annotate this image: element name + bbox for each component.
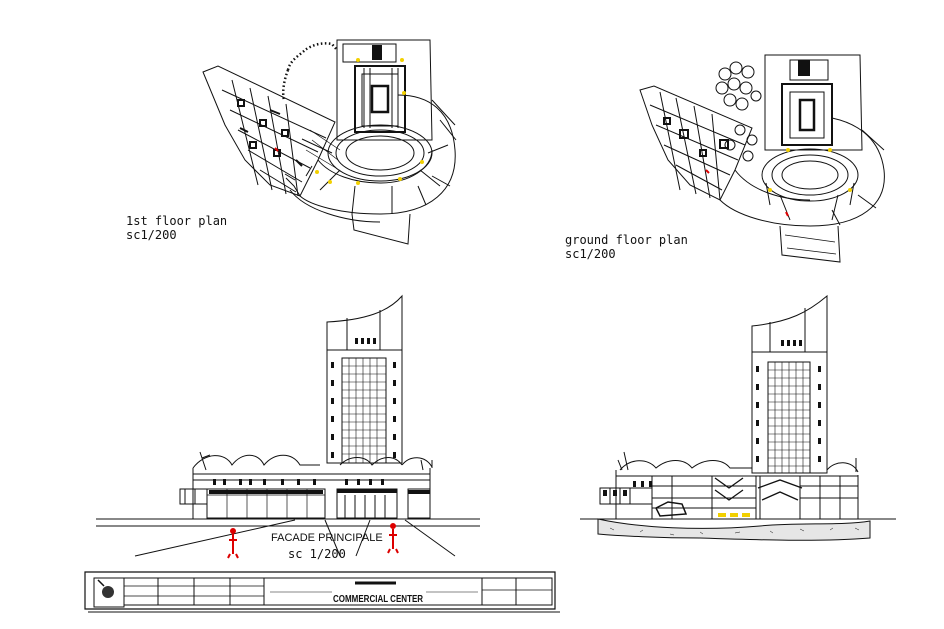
logo-globe-icon (102, 586, 114, 598)
first-floor-plan-scale: sc1/200 (126, 228, 177, 242)
side-elevation (580, 294, 896, 541)
facade-scale: sc 1/200 (288, 547, 346, 561)
ground-floor-plan-scale: sc1/200 (565, 247, 616, 261)
facade-principale-elevation (96, 294, 480, 559)
facade-title: FACADE PRINCIPALE (271, 532, 383, 544)
title-block-project-name: COMMERCIAL CENTER (333, 594, 424, 605)
ground-floor-plan (639, 54, 885, 263)
ground-floor-plan-title: ground floor plan (565, 233, 688, 247)
human-figure-icon (387, 523, 399, 554)
title-block (84, 571, 560, 613)
first-floor-plan (202, 39, 457, 245)
first-floor-plan-title: 1st floor plan (126, 214, 228, 228)
human-figure-icon (227, 528, 239, 559)
